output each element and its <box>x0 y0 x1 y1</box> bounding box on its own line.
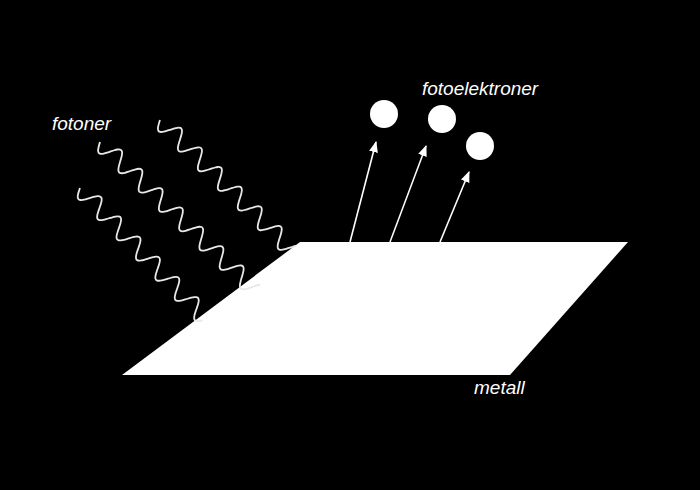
electrons <box>370 100 494 160</box>
photon-wave <box>98 142 260 289</box>
photon-waves <box>78 120 297 321</box>
electron <box>466 132 494 160</box>
photon-label: fotoner <box>52 114 111 133</box>
arrow <box>350 142 376 242</box>
electron-arrows <box>350 142 469 242</box>
arrow <box>390 146 426 242</box>
electron <box>428 105 456 133</box>
photon-wave <box>158 120 296 250</box>
metal-label: metall <box>474 378 525 397</box>
metal-plate <box>122 242 628 375</box>
electron <box>370 100 398 128</box>
photon-wave <box>78 188 203 321</box>
arrow <box>440 172 469 242</box>
electron-label: fotoelektroner <box>422 79 538 98</box>
